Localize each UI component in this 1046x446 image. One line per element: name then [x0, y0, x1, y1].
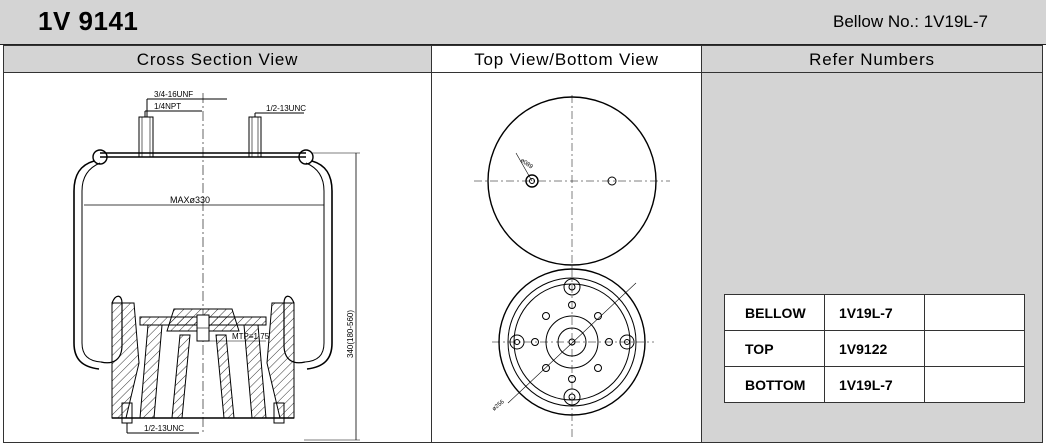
table-row: BOTTOM 1V19L-7	[724, 366, 1025, 403]
refer-value: 1V19L-7	[824, 366, 925, 403]
refer-value: 1V9122	[824, 330, 925, 367]
refer-numbers-table: BELLOW 1V19L-7 TOP 1V9122 BOTTOM 1V19L-7	[724, 294, 1025, 403]
bellow-number: Bellow No.: 1V19L-7	[833, 12, 988, 31]
npt-label: 1/4NPT	[154, 102, 181, 111]
cross-section-panel: Cross Section View	[4, 46, 432, 442]
refer-label: BELLOW	[724, 294, 825, 331]
mtp-label: MΤP≡1.75	[232, 332, 270, 341]
cross-section-drawing: 3/4-16UNF 1/4NPT 1/2-13UNC MAXø330 340(1…	[73, 90, 360, 441]
refer-label: TOP	[724, 330, 825, 367]
refer-label: BOTTOM	[724, 366, 825, 403]
max-diameter-label: MAXø330	[170, 195, 210, 205]
part-number: 1V 9141	[38, 6, 139, 36]
bottom-dimension-label: ø256	[491, 399, 506, 413]
top-bottom-header: Top View/Bottom View	[432, 46, 701, 73]
spec-sheet-frame: Cross Section View	[3, 45, 1043, 443]
cross-section-header: Cross Section View	[4, 46, 431, 73]
stud-bottom-label: 1/2-13UNC	[144, 424, 184, 433]
top-bottom-drawing: ø089 ø256	[474, 95, 670, 437]
refer-empty-cell	[924, 330, 1025, 367]
refer-empty-cell	[924, 294, 1025, 331]
table-row: BELLOW 1V19L-7	[724, 294, 1025, 331]
top-dimension-label: ø089	[519, 158, 534, 171]
height-label: 340(180-560)	[346, 310, 355, 358]
refer-numbers-panel: Refer Numbers BELLOW 1V19L-7 TOP 1V9122 …	[702, 46, 1042, 442]
refer-empty-cell	[924, 366, 1025, 403]
stud-top-label: 1/2-13UNC	[266, 104, 306, 113]
refer-value: 1V19L-7	[824, 294, 925, 331]
thread-top-label: 3/4-16UNF	[154, 90, 193, 99]
title-bar: 1V 9141 Bellow No.: 1V19L-7	[0, 0, 1046, 45]
table-row: TOP 1V9122	[724, 330, 1025, 367]
refer-numbers-header: Refer Numbers	[702, 46, 1042, 73]
top-bottom-panel: Top View/Bottom View	[432, 46, 702, 442]
